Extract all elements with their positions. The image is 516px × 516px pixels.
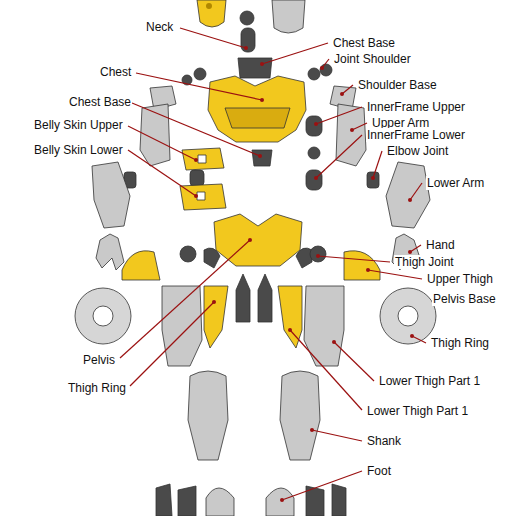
part-label: Pelvis Base — [432, 292, 497, 306]
part-label: InnerFrame Upper — [366, 100, 466, 114]
part-label: Thigh Joint — [394, 255, 455, 269]
part-label: Pelvis — [82, 353, 116, 367]
part-label: Chest Base — [332, 36, 396, 50]
part-label: Hand — [425, 238, 456, 252]
part-label: Upper Thigh — [426, 272, 494, 286]
part-label: Lower Thigh Part 1 — [366, 404, 469, 418]
part-label: Joint Shoulder — [333, 52, 412, 66]
part-label: Elbow Joint — [386, 144, 449, 158]
part-label: Chest — [99, 65, 132, 79]
part-label: Belly Skin Upper — [33, 118, 124, 132]
part-label: Chest Base — [68, 95, 132, 109]
part-label: Foot — [366, 464, 392, 478]
leader-lines — [120, 28, 426, 500]
leader-dots — [194, 46, 414, 502]
part-label: Thigh Ring — [430, 336, 490, 350]
part-label: InnerFrame Lower — [366, 128, 466, 142]
part-label: Lower Arm — [426, 176, 485, 190]
part-label: Belly Skin Lower — [33, 143, 124, 157]
part-label: Neck — [145, 20, 174, 34]
part-label: Lower Thigh Part 1 — [378, 374, 481, 388]
part-label: Shoulder Base — [357, 78, 438, 92]
part-label: Thigh Ring — [67, 381, 127, 395]
part-label: Shank — [366, 434, 402, 448]
